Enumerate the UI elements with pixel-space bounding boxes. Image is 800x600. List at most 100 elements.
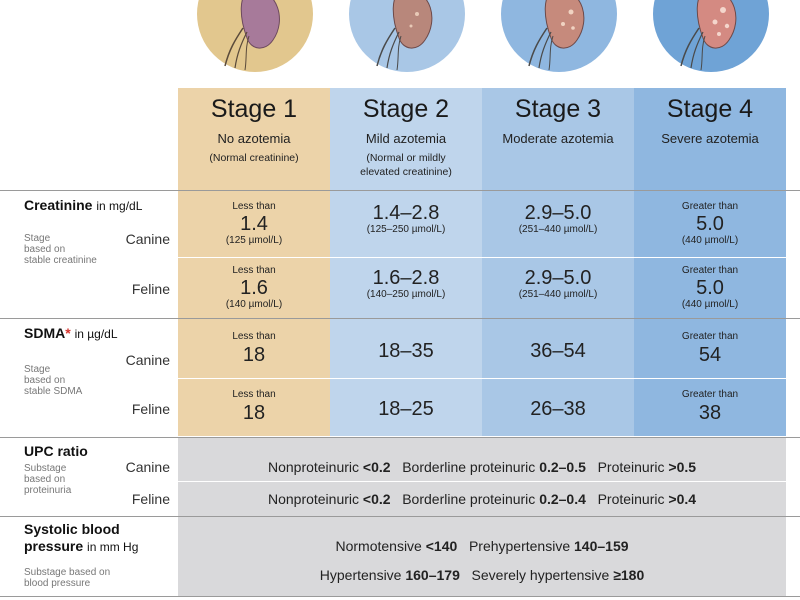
sdma-feline-label: Feline — [131, 401, 170, 417]
value-prefix: Greater than — [681, 331, 739, 342]
value: 2.9–5.0 — [524, 267, 592, 289]
value-prefix: Greater than — [681, 389, 739, 400]
value: 38 — [698, 402, 722, 424]
upc-canine-label: Canine — [125, 459, 170, 475]
label: Proteinuric — [597, 459, 669, 475]
stage-subtitle: No azotemia — [217, 131, 291, 146]
creatinine-label: Creatinine in mg/dL — [24, 197, 143, 213]
value-unit: (251–440 µmol/L) — [518, 224, 598, 235]
row-separator — [178, 378, 786, 379]
value: 5.0 — [696, 277, 724, 299]
sdma-feline-stage-2: 18–25 — [330, 380, 482, 438]
stage-4-header: Stage 4 Severe azotemia — [634, 88, 786, 190]
upc-feline-line: Nonproteinuric <0.2 Borderline proteinur… — [178, 491, 786, 507]
label: Prehypertensive — [468, 538, 575, 554]
stage-title: Stage 1 — [210, 95, 298, 123]
row-separator — [178, 257, 786, 258]
stage-subtitle: Moderate azotemia — [502, 131, 614, 146]
value: 18–35 — [378, 340, 434, 362]
value-unit: (140–250 µmol/L) — [366, 289, 446, 300]
value: 36–54 — [530, 340, 586, 362]
divider — [0, 190, 800, 191]
value: 1.4 — [240, 213, 268, 235]
divider — [0, 596, 800, 597]
stage-3-header: Stage 3 Moderate azotemia — [482, 88, 634, 190]
value: 5.0 — [696, 213, 724, 235]
divider — [0, 437, 800, 438]
label: Normotensive — [335, 538, 426, 554]
value: 0.2–0.4 — [539, 491, 586, 507]
value: >0.4 — [668, 491, 697, 507]
creatinine-canine-label: Canine — [125, 231, 170, 247]
value-unit: (251–440 µmol/L) — [518, 289, 598, 300]
kidney-illustration-stage-3 — [499, 0, 619, 88]
value: <0.2 — [362, 491, 391, 507]
creatinine-feline-label: Feline — [131, 281, 170, 297]
value-prefix: Greater than — [681, 201, 739, 212]
stage-1-header: Stage 1 No azotemia (Normal creatinine) — [178, 88, 330, 190]
label: Nonproteinuric — [267, 491, 363, 507]
sdma-feline-stage-4: Greater than 38 — [634, 380, 786, 434]
sdma-meta: Stage based on stable SDMA — [24, 364, 83, 397]
creatinine-canine-stage-1: Less than 1.4 (125 µmol/L) — [178, 192, 330, 256]
row-separator — [178, 481, 786, 482]
bp-line-2: Hypertensive 160–179 Severely hypertensi… — [178, 567, 786, 583]
stage-note: (Normal creatinine) — [209, 152, 299, 164]
label: Severely hypertensive — [471, 567, 614, 583]
value: 0.2–0.5 — [539, 459, 586, 475]
divider — [0, 516, 800, 517]
upc-meta: Substage based on proteinuria — [24, 463, 72, 496]
sdma-canine-stage-1: Less than 18 — [178, 322, 330, 376]
sdma-canine-stage-2: 18–35 — [330, 322, 482, 380]
sdma-label: SDMA* in µg/dL — [24, 325, 118, 341]
value: 54 — [698, 344, 722, 366]
creatinine-feline-stage-3: 2.9–5.0 (251–440 µmol/L) — [482, 258, 634, 310]
value: 1.6 — [240, 277, 268, 299]
value: >0.5 — [668, 459, 697, 475]
value-prefix: Less than — [232, 389, 276, 400]
stage-subtitle: Severe azotemia — [661, 131, 759, 146]
value-prefix: Greater than — [681, 265, 739, 276]
divider — [0, 318, 800, 319]
value: 18 — [242, 344, 266, 366]
value-unit: (440 µmol/L) — [681, 299, 739, 310]
value: 160–179 — [405, 567, 460, 583]
creatinine-canine-stage-4: Greater than 5.0 (440 µmol/L) — [634, 192, 786, 256]
value-prefix: Less than — [232, 331, 276, 342]
creatinine-canine-stage-3: 2.9–5.0 (251–440 µmol/L) — [482, 192, 634, 246]
value: <140 — [425, 538, 458, 554]
label: Borderline proteinuric — [402, 459, 540, 475]
value: <0.2 — [362, 459, 391, 475]
bp-line-1: Normotensive <140 Prehypertensive 140–15… — [178, 538, 786, 554]
bp-meta: Substage based on blood pressure — [24, 567, 111, 589]
stage-2-header: Stage 2 Mild azotemia (Normal or mildly … — [330, 88, 482, 190]
stage-title: Stage 4 — [666, 95, 754, 123]
kidney-illustration-stage-2 — [347, 0, 467, 88]
value: 140–159 — [574, 538, 629, 554]
stage-note: (Normal or mildly elevated creatinine) — [360, 152, 452, 178]
value: ≥180 — [613, 567, 645, 583]
value: 1.6–2.8 — [372, 267, 440, 289]
stage-title: Stage 3 — [514, 95, 602, 123]
upc-feline-label: Feline — [131, 491, 170, 507]
value-prefix: Less than — [232, 265, 276, 276]
upc-band — [178, 438, 786, 516]
value-unit: (125–250 µmol/L) — [366, 224, 446, 235]
value: 18–25 — [378, 398, 434, 420]
creatinine-feline-stage-1: Less than 1.6 (140 µmol/L) — [178, 258, 330, 318]
bp-band — [178, 517, 786, 596]
value-unit: (140 µmol/L) — [225, 299, 283, 310]
label: Proteinuric — [597, 491, 669, 507]
label: Nonproteinuric — [267, 459, 363, 475]
value-unit: (125 µmol/L) — [225, 235, 283, 246]
value-unit: (440 µmol/L) — [681, 235, 739, 246]
creatinine-feline-stage-2: 1.6–2.8 (140–250 µmol/L) — [330, 258, 482, 310]
upc-label: UPC ratio — [24, 443, 88, 459]
kidney-illustration-stage-1 — [195, 0, 315, 88]
creatinine-canine-stage-2: 1.4–2.8 (125–250 µmol/L) — [330, 192, 482, 246]
value: 2.9–5.0 — [524, 202, 592, 224]
sdma-canine-stage-4: Greater than 54 — [634, 322, 786, 376]
value: 18 — [242, 402, 266, 424]
stage-title: Stage 2 — [362, 95, 450, 123]
sdma-canine-stage-3: 36–54 — [482, 322, 634, 380]
